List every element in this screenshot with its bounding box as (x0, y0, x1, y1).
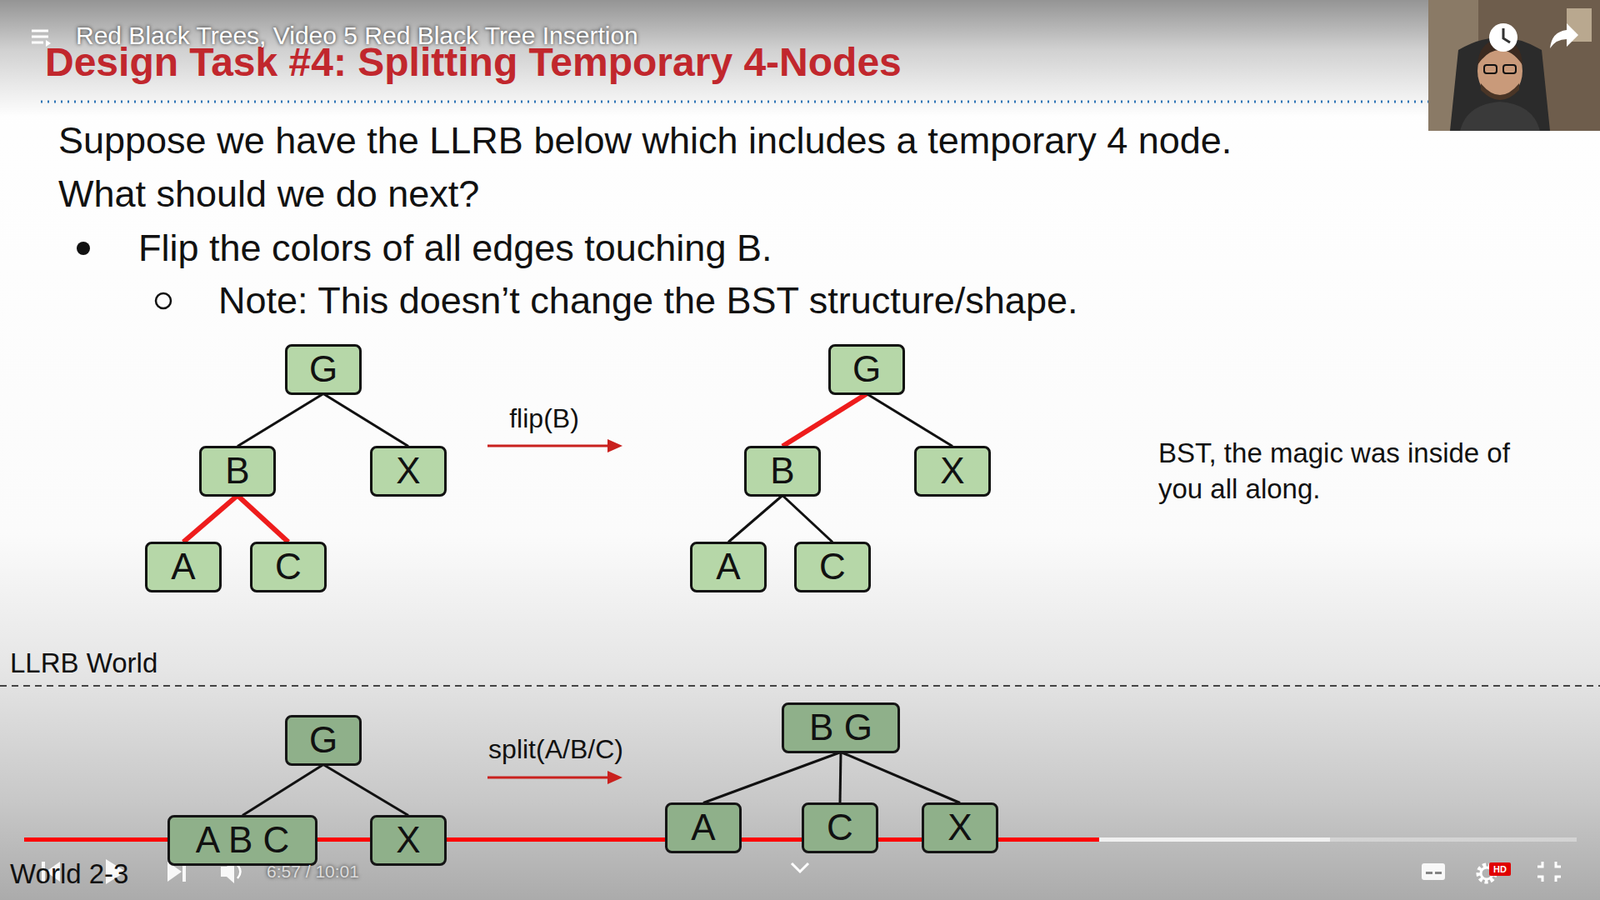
clock-face (1489, 23, 1518, 52)
subtitles-line (1425, 871, 1433, 875)
bullet-dot (76, 241, 90, 255)
tree-edge (840, 752, 841, 804)
tree-edge (323, 765, 409, 816)
dotted-rule (40, 100, 1429, 104)
bullet-ring (155, 293, 171, 309)
sub-bullet-text: Note: This doesn’t change the BST struct… (218, 279, 1078, 323)
hd-badge-text: HD (1493, 864, 1507, 875)
tree-node: X (914, 445, 991, 497)
body-text: What should we do next? (58, 172, 480, 216)
node-label: G (309, 719, 338, 761)
tree-node: X (370, 815, 447, 866)
progress-buffer (1099, 837, 1330, 842)
tree-node: B G (781, 702, 900, 754)
body-text: Suppose we have the LLRB below which inc… (58, 119, 1232, 163)
menu-line (31, 41, 44, 45)
tree-edge (728, 495, 783, 543)
tree-node: C (250, 541, 327, 593)
node-label: X (947, 806, 972, 849)
node-label: A (715, 545, 740, 588)
node-label: B (225, 450, 250, 492)
arrow-shaft (487, 445, 610, 448)
webcam-chair (1450, 37, 1550, 131)
tree-edge (237, 394, 324, 447)
node-label: B G (809, 706, 873, 749)
tree-edge (183, 495, 238, 543)
player-controls (41, 859, 1561, 885)
hd-badge (1489, 862, 1511, 876)
clock-icon (1489, 23, 1518, 52)
chevron-icon (791, 863, 809, 872)
time-display: 6:57 / 10:01 (266, 861, 360, 882)
operation-label: flip(B) (509, 403, 580, 435)
tree-node: B (744, 445, 821, 497)
node-label: C (275, 545, 302, 588)
tree-edge (782, 394, 867, 447)
node-label: G (309, 348, 338, 390)
tree-edge (782, 495, 833, 543)
tree-edge (703, 752, 841, 804)
world-label: LLRB World (10, 647, 158, 680)
node-label: X (395, 819, 420, 861)
fullscreen-exit-icon (1537, 861, 1561, 882)
node-label: A B C (195, 819, 290, 861)
webcam-image (1428, 0, 1600, 131)
tree-node: C (801, 802, 879, 854)
node-label: C (826, 806, 854, 849)
tree-node: X (370, 445, 447, 497)
tree-edge (840, 752, 960, 804)
webcam-shirt (1460, 101, 1540, 131)
bullet-text: Flip the colors of all edges touching B. (138, 226, 772, 270)
tree-node: G (285, 715, 362, 766)
dashed-rule (0, 685, 1600, 687)
node-label: X (395, 450, 420, 492)
node-label: C (819, 545, 846, 588)
tree-edge (242, 765, 324, 816)
tree-edge (866, 394, 953, 447)
world-label: World 2-3 (10, 858, 129, 890)
menu-line (31, 35, 49, 39)
node-label: B (770, 450, 795, 492)
operation-label: split(A/B/C) (488, 734, 624, 765)
node-label: A (170, 545, 195, 588)
tree-node: A (145, 541, 222, 593)
clock-hands (1503, 28, 1510, 43)
webcam-glasses (1503, 65, 1516, 74)
arrow-head (607, 439, 623, 453)
share-icon (1550, 23, 1579, 49)
webcam-glasses (1484, 65, 1497, 74)
node-label: X (940, 450, 965, 492)
video-title: Red Black Trees, Video 5 Red Black Tree … (75, 21, 639, 50)
tree-node: A B C (167, 815, 318, 866)
volume-wave (237, 865, 241, 879)
side-note: BST, the magic was inside of you all alo… (1158, 435, 1534, 508)
tree-node: G (285, 344, 362, 395)
subtitles-line (1435, 871, 1442, 875)
tree-edge (237, 495, 289, 543)
tree-node: A (665, 802, 742, 854)
menu-line (31, 30, 49, 33)
tree-node: C (794, 541, 871, 593)
node-label: G (852, 348, 881, 390)
node-label: A (690, 806, 715, 849)
tree-edge (323, 394, 409, 447)
arrow-head (607, 770, 623, 785)
tree-node: G (828, 344, 905, 395)
tree-node: A (690, 541, 767, 593)
tree-node: B (199, 445, 276, 497)
webcam-wall (1428, 0, 1600, 131)
subtitles-icon (1421, 863, 1445, 880)
arrow-shaft (487, 776, 610, 780)
webcam-beard (1480, 83, 1520, 100)
tree-node: X (921, 802, 999, 854)
